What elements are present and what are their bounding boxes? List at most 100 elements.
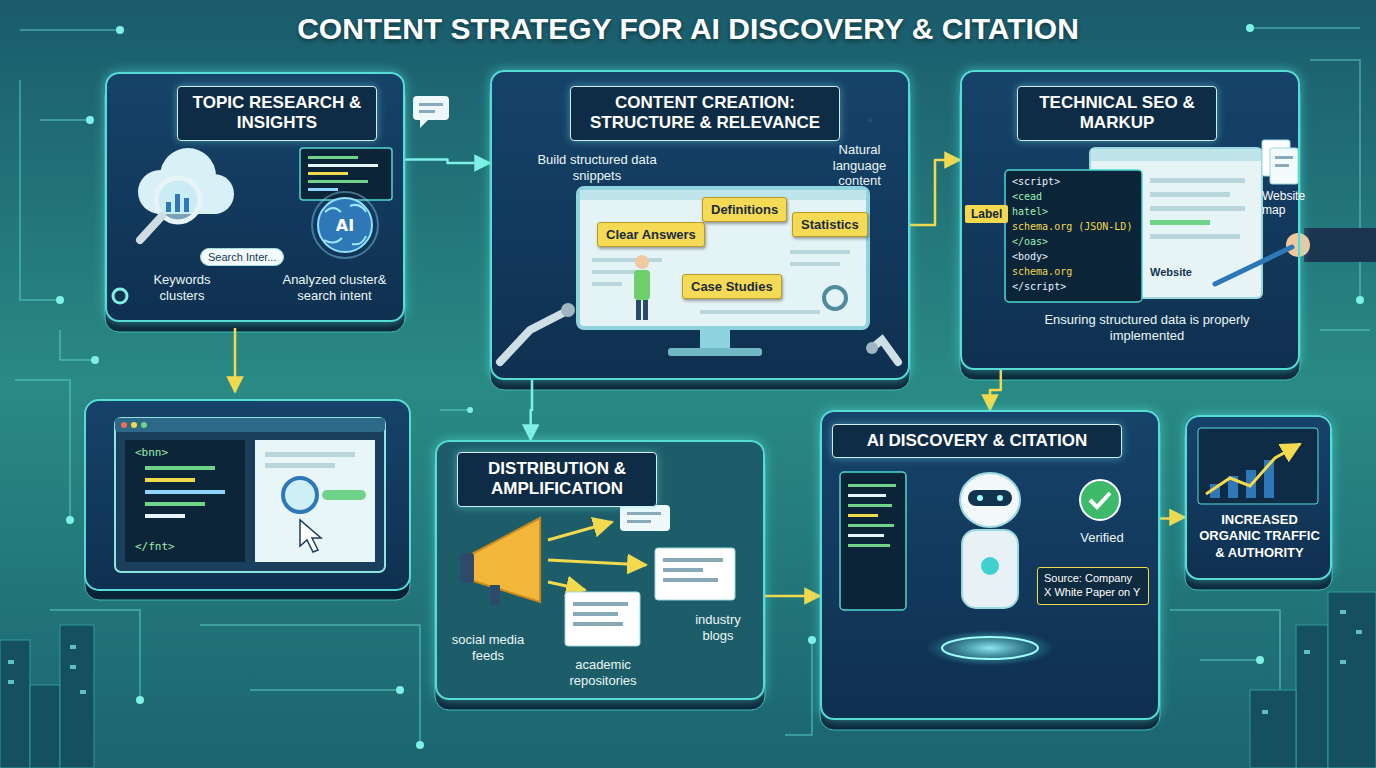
browser-panel	[85, 400, 410, 590]
monitor	[578, 188, 868, 356]
building-windows	[8, 660, 14, 664]
robot	[926, 630, 1054, 666]
data-screen	[848, 524, 894, 527]
content-cards	[627, 520, 651, 523]
person-figure	[636, 300, 641, 320]
magnifier-icon	[140, 178, 200, 240]
building-windows	[8, 680, 14, 684]
broadcast-arrows	[548, 522, 612, 540]
code-text: <body>	[1012, 251, 1048, 262]
connector-group	[405, 160, 1185, 597]
monitor	[790, 262, 840, 266]
panel-platforms	[960, 70, 1300, 370]
heading-text: TOPIC RESEARCH & INSIGHTS	[177, 86, 377, 141]
circuit-traces	[1310, 60, 1360, 300]
circuit-dots	[66, 516, 74, 524]
verified-badge	[1080, 480, 1120, 520]
gear-icon	[824, 287, 846, 309]
city-buildings	[1328, 592, 1376, 768]
note-card: Case Studies	[682, 274, 782, 299]
city-buildings	[1296, 625, 1328, 768]
code-panel	[1150, 220, 1210, 225]
growth-chart	[1198, 428, 1318, 504]
box-text: Statistics	[801, 217, 859, 232]
flow-arrow	[990, 370, 1001, 410]
note-card: Clear Answers	[597, 222, 705, 247]
code-text: <script>	[1012, 176, 1060, 187]
city-buildings	[60, 625, 94, 768]
monitor	[700, 310, 820, 314]
heading-text: DISTRIBUTION & AMPLIFICATION	[457, 452, 657, 507]
circuit-traces	[20, 80, 60, 300]
broadcast-arrows	[548, 582, 585, 590]
robot	[981, 557, 999, 575]
building-windows	[1304, 650, 1310, 654]
code-panel	[1150, 206, 1245, 211]
robot	[997, 495, 1003, 501]
label-text: Label	[965, 205, 1008, 223]
content-cards	[663, 568, 703, 572]
robot	[977, 495, 983, 501]
browser-panel	[145, 490, 225, 494]
box-text: Case Studies	[691, 279, 773, 294]
body-text: Ensuring structured data is properly imp…	[1042, 312, 1252, 343]
code-text: <cead	[1012, 191, 1042, 202]
growth-chart	[1206, 444, 1300, 494]
document-icons	[1270, 148, 1298, 184]
browser-panel	[145, 478, 195, 482]
circuit-dots	[396, 686, 404, 694]
code-screen	[308, 188, 338, 191]
panel-platforms	[490, 70, 910, 380]
gear-icon	[824, 287, 846, 309]
box-text: Clear Answers	[606, 227, 696, 242]
flow-arrow	[910, 160, 960, 225]
data-screen	[848, 514, 878, 517]
content-cards	[620, 505, 670, 531]
browser-panel	[131, 422, 137, 428]
data-screen	[848, 534, 884, 537]
panel-platforms	[820, 410, 1160, 720]
code-screen	[308, 180, 368, 183]
code-screen	[308, 172, 348, 175]
ai-brain	[318, 198, 372, 252]
megaphone	[490, 585, 500, 605]
flow-arrow-decoration	[234, 328, 237, 392]
body-text: Natural language content	[817, 142, 902, 189]
browser-panel	[85, 400, 410, 600]
section-panel: AI DISCOVERY & CITATIONVerifiedSource: C…	[820, 410, 1160, 720]
building-windows	[1340, 610, 1346, 614]
note-card: Statistics	[792, 212, 868, 237]
wrench	[866, 342, 878, 354]
browser-panel	[265, 452, 355, 457]
robot	[942, 637, 1038, 659]
browser-panel	[322, 490, 366, 500]
section-panel: CONTENT CREATION: STRUCTURE & RELEVANCEB…	[490, 70, 910, 380]
label-text: Website map	[1262, 190, 1314, 218]
code-text: </fnt>	[135, 540, 175, 553]
circuit-dots	[1246, 24, 1254, 32]
body-text: Verified	[1072, 530, 1132, 546]
code-text: <bnn>	[135, 446, 168, 459]
label-text: AI	[333, 216, 357, 235]
magnifier-icon	[175, 194, 180, 212]
content-cards	[573, 612, 618, 616]
circuit-traces	[15, 380, 70, 520]
broadcast-arrows	[548, 522, 646, 590]
flow-arrow	[1160, 517, 1185, 518]
data-screen	[840, 472, 906, 610]
gear-icon	[113, 289, 127, 303]
circuit-dots	[91, 356, 99, 364]
code-panel	[1005, 170, 1142, 302]
robot	[962, 530, 1018, 608]
code-panel	[1150, 192, 1230, 197]
section-panel: DISTRIBUTION & AMPLIFICATIONsocial media…	[435, 440, 765, 700]
code-screen	[308, 164, 378, 167]
monitor	[700, 328, 730, 350]
city-buildings	[1250, 690, 1296, 768]
content-cards	[655, 548, 735, 600]
circuit-traces	[1320, 329, 1370, 331]
hand-with-pen	[1215, 247, 1292, 284]
circuit-traces	[1200, 659, 1260, 661]
body-text: Analyzed cluster& search intent	[272, 272, 397, 303]
